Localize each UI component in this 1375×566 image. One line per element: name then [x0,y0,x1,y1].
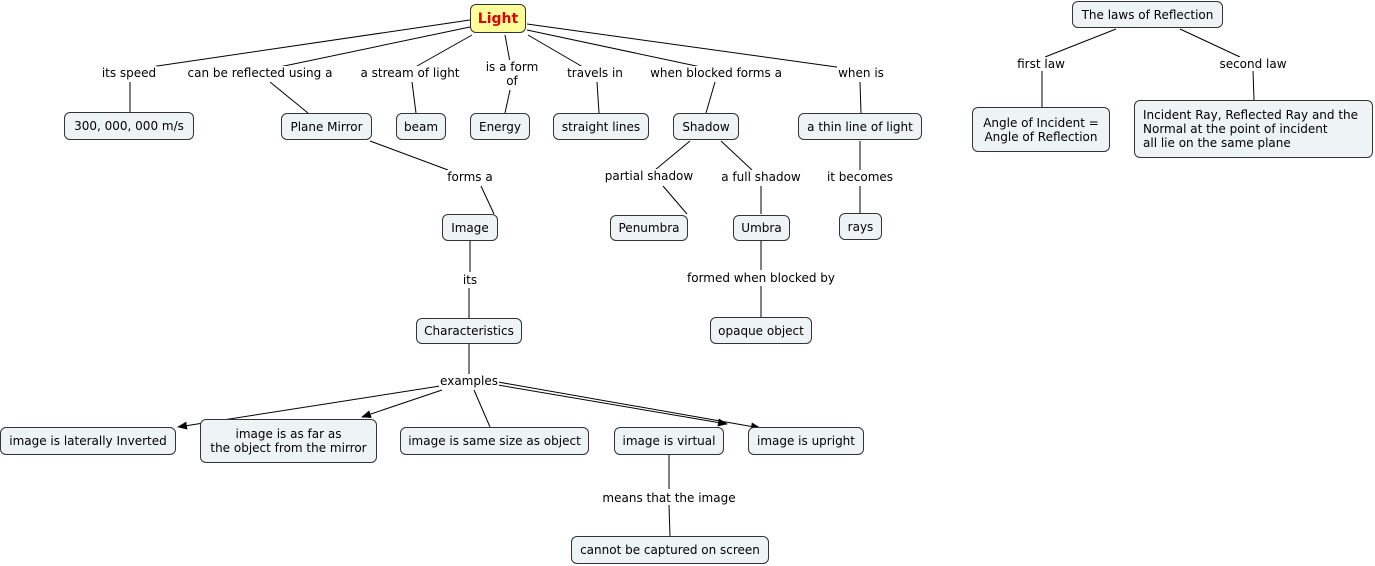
line-light-its-speed [129,19,471,71]
line-light-blocked [526,29,716,71]
concept-laterally-inverted[interactable]: image is laterally Inverted [0,427,176,455]
link-full-shadow: a full shadow [720,170,802,184]
line-light-when-is [526,23,859,71]
concept-straight-lines[interactable]: straight lines [553,113,649,140]
line-stream-beam [411,81,417,114]
link-forms-a: forms a [446,170,494,184]
line-light-travels [527,34,589,71]
line-whenis-thinline [859,81,862,114]
concept-virtual[interactable]: image is virtual [614,427,724,455]
link-formed-blocked: formed when blocked by [686,271,836,285]
line-light-form-of [504,34,511,63]
line-means-notcaptured [668,504,671,537]
concept-shadow[interactable]: Shadow [673,113,739,140]
link-stream: a stream of light [359,66,461,80]
link-it-becomes: it becomes [825,170,895,184]
line-partial-penumbra [662,185,688,215]
concept-same-size[interactable]: image is same size as object [400,427,589,455]
link-travels-in: travels in [566,66,624,80]
concept-upright[interactable]: image is upright [748,427,864,455]
concept-laws-title[interactable]: The laws of Reflection [1072,1,1223,28]
line-light-stream [409,34,473,71]
arrow-examples-asfaras [361,389,443,418]
concept-penumbra[interactable]: Penumbra [610,215,688,241]
arrow-examples-virtual [497,384,728,427]
link-its-speed: its speed [100,66,158,80]
line-laws-second [1179,28,1241,58]
concept-as-far-as[interactable]: image is as far as the object from the m… [200,419,377,463]
link-blocked-forms: when blocked forms a [649,66,783,80]
concept-rays[interactable]: rays [839,213,882,240]
line-laws-first [1044,28,1117,58]
link-partial-shadow: partial shadow [603,169,695,183]
line-examples-samesize [473,389,491,428]
concept-characteristics[interactable]: Characteristics [416,318,522,344]
concept-umbra[interactable]: Umbra [733,215,790,241]
link-its: its [461,273,479,287]
line-shadow-full [720,140,753,171]
concept-not-captured[interactable]: cannot be captured on screen [571,536,769,564]
link-second-law: second law [1218,57,1288,71]
concept-beam[interactable]: beam [396,113,446,140]
link-form-of: is a form of [484,60,540,88]
concept-image[interactable]: Image [442,214,498,241]
line-blocked-shadow [705,81,716,114]
concept-first-law-text[interactable]: Angle of Incident = Angle of Reflection [972,107,1110,152]
line-travels-straight [596,81,600,114]
line-second-text [1252,70,1255,101]
line-formsa-image [480,185,495,215]
line-formof-energy [504,89,511,114]
line-light-reflected [264,26,471,71]
concept-plane-mirror[interactable]: Plane Mirror [281,113,372,140]
concept-thin-line[interactable]: a thin line of light [798,113,922,140]
link-first-law: first law [1016,57,1066,71]
line-mirror-formsa [369,140,449,171]
concept-speed-value[interactable]: 300, 000, 000 m/s [64,112,194,140]
concept-opaque-object[interactable]: opaque object [710,317,812,344]
arrow-examples-upright [497,381,761,431]
concept-second-law-text[interactable]: Incident Ray, Reflected Ray and the Norm… [1134,100,1373,158]
link-when-is: when is [837,66,885,80]
line-shadow-partial [654,140,691,171]
concept-energy[interactable]: Energy [470,113,530,140]
line-reflected-mirror [269,81,309,114]
link-means-that: means that the image [601,491,737,505]
concept-light[interactable]: Light [470,4,526,33]
link-reflected-using: can be reflected using a [186,66,334,80]
link-examples: examples [439,374,499,388]
